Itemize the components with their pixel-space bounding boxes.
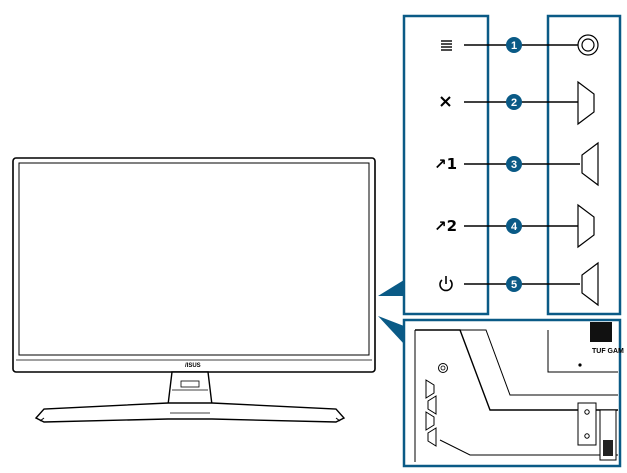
callout-pointer-lower (378, 316, 404, 344)
monitor-front-view: /ISUS (12, 157, 376, 423)
close-icon (440, 96, 451, 107)
svg-text:2: 2 (511, 97, 517, 109)
power-icon (439, 276, 453, 292)
button-3-shape (581, 141, 599, 187)
monitor-screen (18, 162, 370, 356)
svg-text:5: 5 (511, 279, 517, 291)
button-legend (402, 14, 622, 316)
number-badge: 5 (506, 276, 522, 292)
joystick-button (577, 34, 599, 56)
number-badge: 4 (506, 218, 522, 234)
rear-logo-block (590, 322, 612, 342)
stand-neck (167, 371, 213, 406)
button-2-shape (577, 80, 595, 126)
number-badge: 3 (506, 156, 522, 172)
button-4-shape (577, 203, 595, 249)
svg-text:1: 1 (511, 40, 517, 52)
shortcut-2-icon: ↗2 (434, 217, 457, 235)
rear-panel-closeup: TUF GAM (402, 318, 624, 468)
shortcut-1-icon: ↗1 (434, 155, 457, 173)
rear-brand-text: TUF GAM (592, 348, 624, 355)
svg-text:4: 4 (511, 221, 518, 233)
stand-base (34, 402, 346, 423)
number-badge: 2 (506, 94, 522, 110)
brand-logo: /ISUS (185, 363, 201, 369)
svg-text:3: 3 (511, 159, 517, 171)
button-5-shape (581, 261, 599, 307)
callout-pointer-upper (378, 280, 404, 296)
number-badge: 1 (506, 37, 522, 53)
menu-icon (441, 40, 452, 51)
icon-column-frame (402, 14, 490, 316)
